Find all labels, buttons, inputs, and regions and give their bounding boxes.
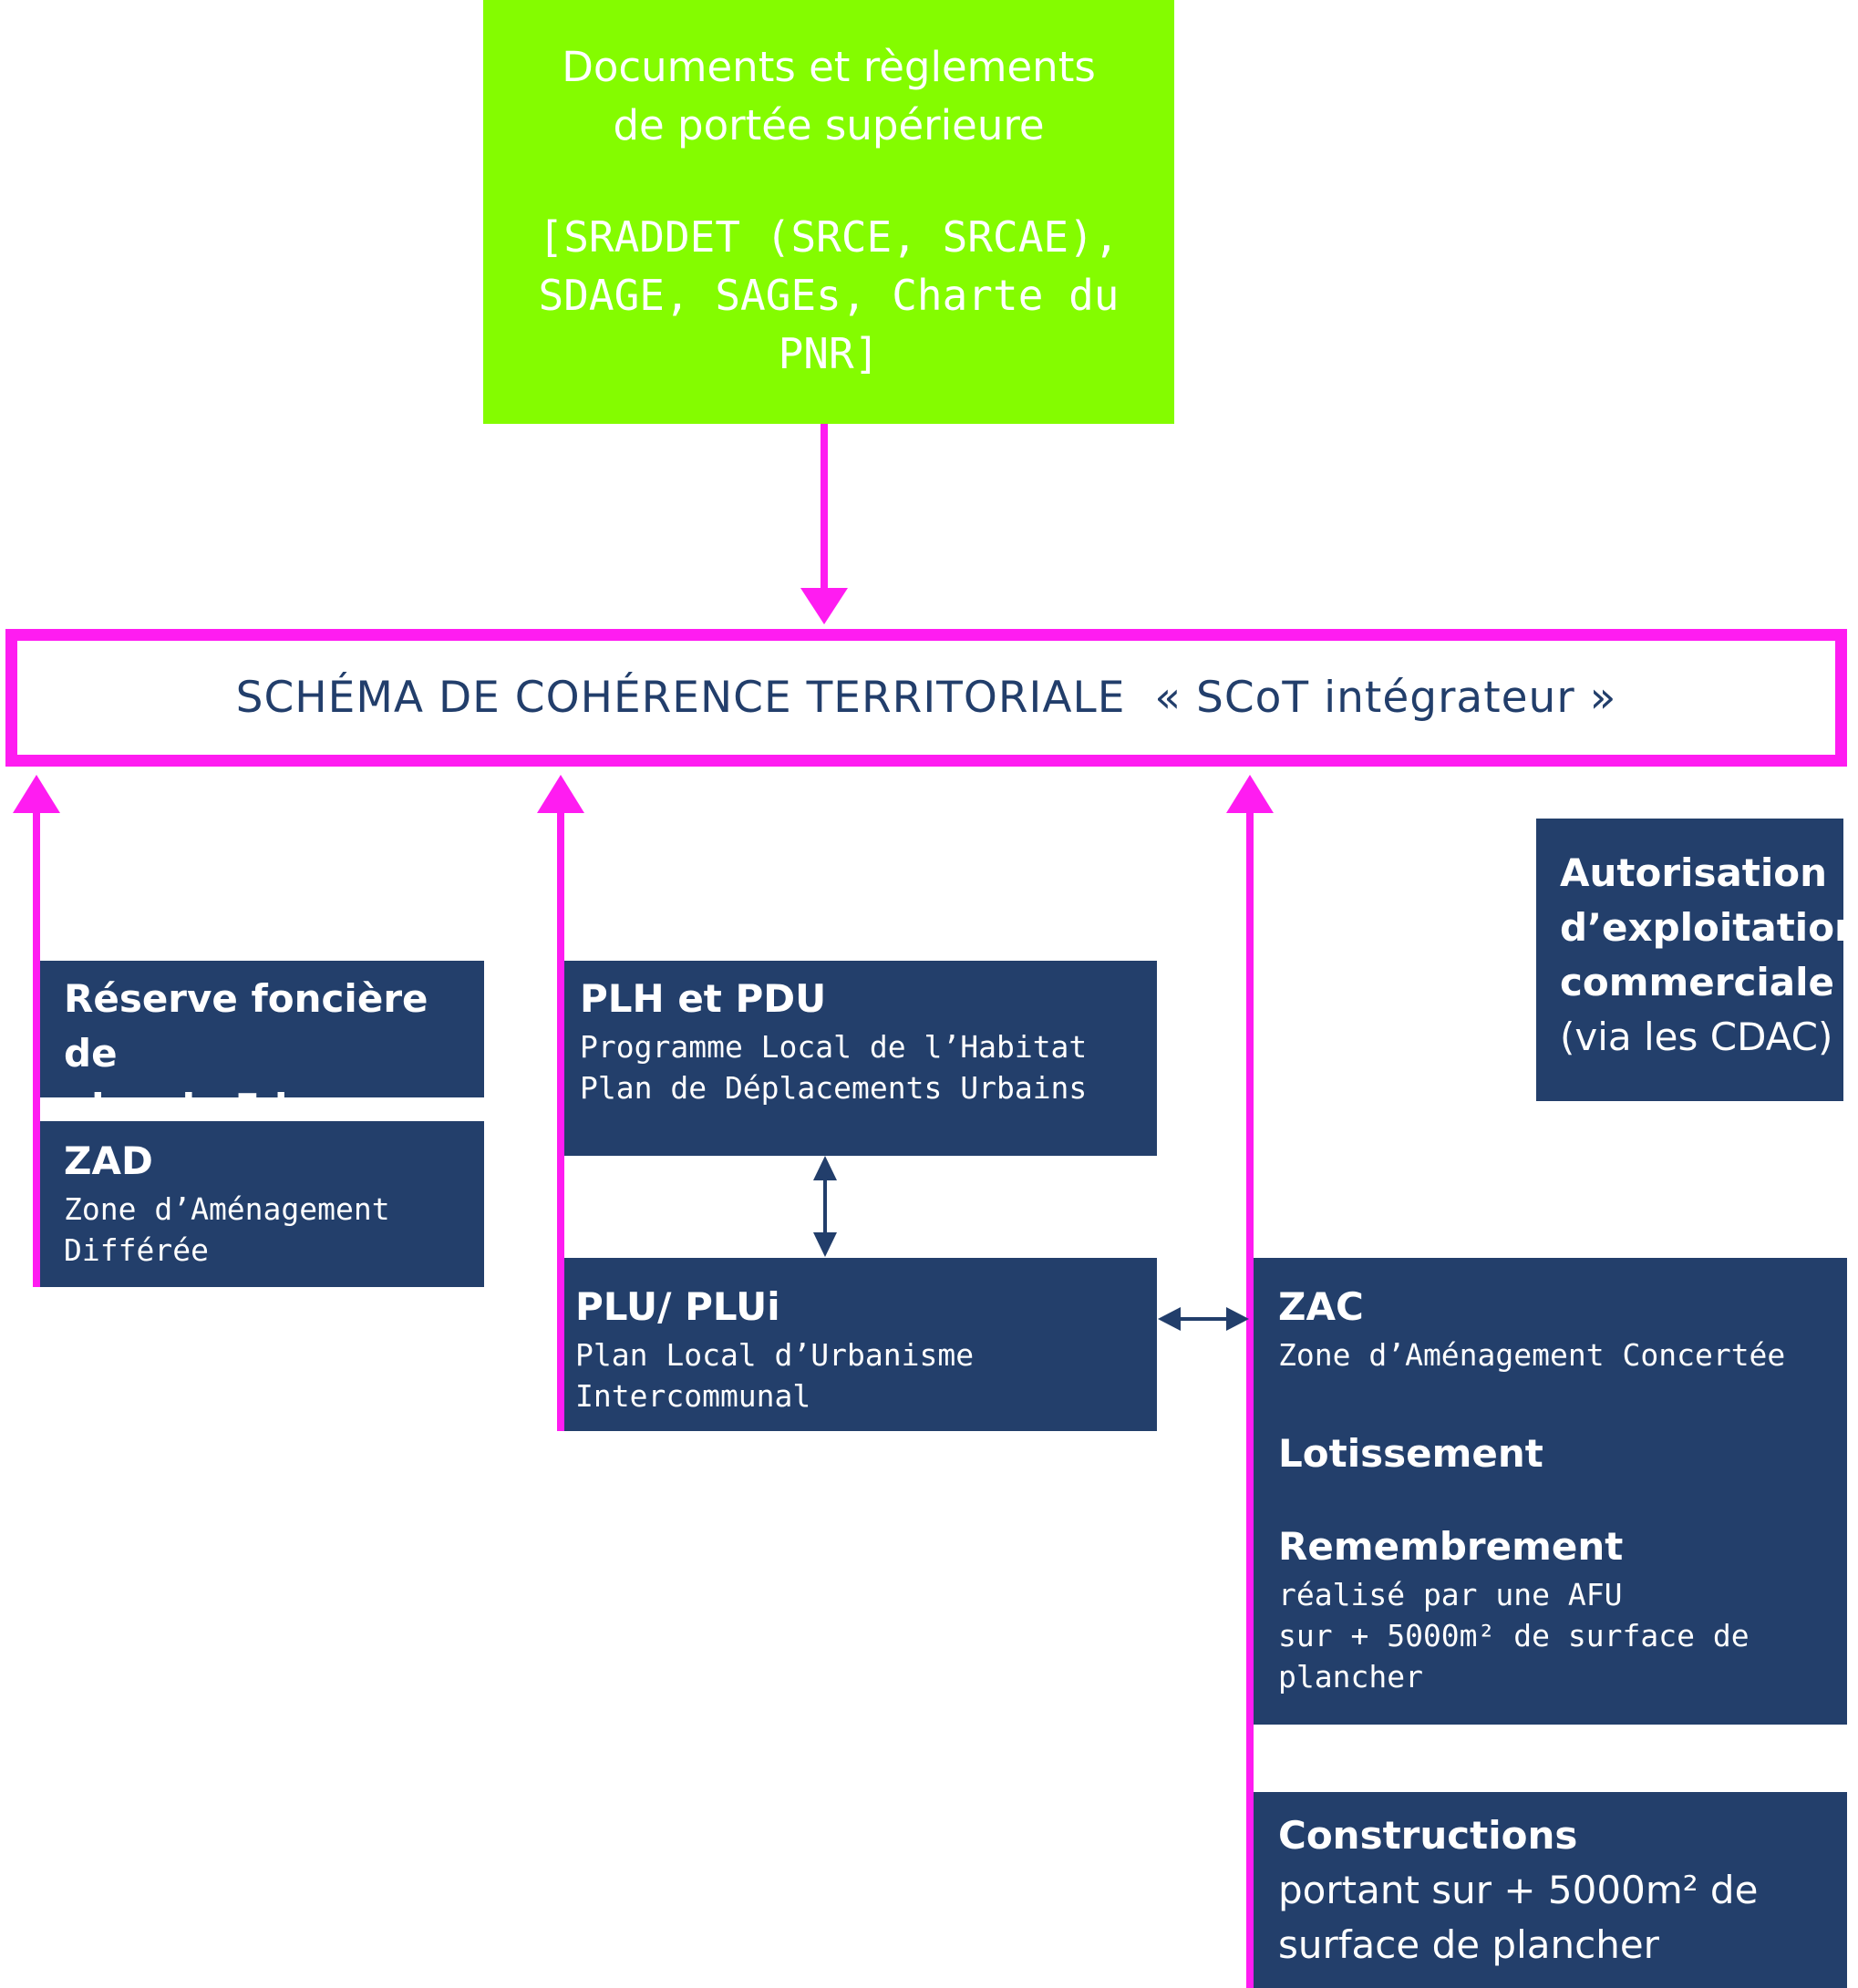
zac-lotissement-remembrement-box: ZAC Zone d’Aménagement Concertée Lotisse… — [1254, 1258, 1847, 1725]
plu-zac-link-head-left — [1158, 1307, 1181, 1331]
zad-title: ZAD — [64, 1138, 153, 1183]
zad-subtitle: Zone d’Aménagement Différée — [64, 1191, 390, 1268]
constructions-title: Constructions — [1278, 1813, 1578, 1858]
arrow-middle-head — [537, 775, 584, 813]
zac-title: ZAC — [1278, 1284, 1364, 1329]
higher-documents-box: Documents et règlements de portée supéri… — [483, 0, 1174, 424]
plu-plui-subtitle: Plan Local d’Urbanisme Intercommunal — [575, 1337, 975, 1414]
arrow-top-to-scot-line — [821, 424, 828, 595]
constructions-box: Constructions portant sur + 5000m² de su… — [1254, 1792, 1847, 1988]
arrow-top-to-scot-head — [800, 588, 848, 624]
remembrement-subtitle: réalisé par une AFU sur + 5000m² de surf… — [1278, 1577, 1750, 1694]
zad-box: ZAD Zone d’Aménagement Différée — [40, 1121, 484, 1287]
constructions-subtitle: portant sur + 5000m² de surface de planc… — [1278, 1868, 1759, 1967]
plu-plui-title: PLU/ PLUi — [575, 1284, 780, 1329]
reserve-fonciere-title: Réserve foncière de plus de 5 ha — [64, 976, 428, 1130]
plh-plu-link-head-down — [813, 1232, 837, 1257]
arrow-left-line — [33, 802, 40, 1287]
autorisation-commerciale-box: Autorisation d’exploitation commerciale … — [1536, 819, 1858, 1101]
reserve-fonciere-box: Réserve foncière de plus de 5 ha — [40, 961, 484, 1130]
autorisation-commerciale-title: Autorisation d’exploitation commerciale — [1560, 850, 1858, 1004]
higher-documents-title: Documents et règlements de portée supéri… — [562, 43, 1096, 149]
plh-pdu-box: PLH et PDU Programme Local de l’Habitat … — [564, 961, 1157, 1156]
arrow-right-head — [1226, 775, 1274, 813]
lotissement-title: Lotissement — [1278, 1431, 1543, 1476]
plh-pdu-subtitle: Programme Local de l’Habitat Plan de Dép… — [580, 1029, 1088, 1106]
remembrement-title: Remembrement — [1278, 1524, 1624, 1569]
plu-plui-box: PLU/ PLUi Plan Local d’Urbanisme Interco… — [564, 1258, 1157, 1431]
arrow-middle-line — [557, 802, 564, 1431]
plu-zac-link-head-right — [1226, 1307, 1249, 1331]
plh-pdu-title: PLH et PDU — [580, 976, 827, 1021]
arrow-right-line — [1246, 802, 1254, 1988]
autorisation-commerciale-subtitle: (via les CDAC) — [1560, 1015, 1833, 1059]
plh-plu-link-head-up — [813, 1156, 837, 1180]
higher-documents-list: [SRADDET (SRCE, SRCAE), SDAGE, SAGEs, Ch… — [538, 212, 1120, 378]
arrow-left-head — [13, 775, 60, 813]
scot-banner: SCHÉMA DE COHÉRENCE TERRITORIALE « SCoT … — [5, 629, 1847, 767]
scot-title: SCHÉMA DE COHÉRENCE TERRITORIALE « SCoT … — [235, 673, 1617, 723]
zac-subtitle: Zone d’Aménagement Concertée — [1278, 1337, 1786, 1373]
